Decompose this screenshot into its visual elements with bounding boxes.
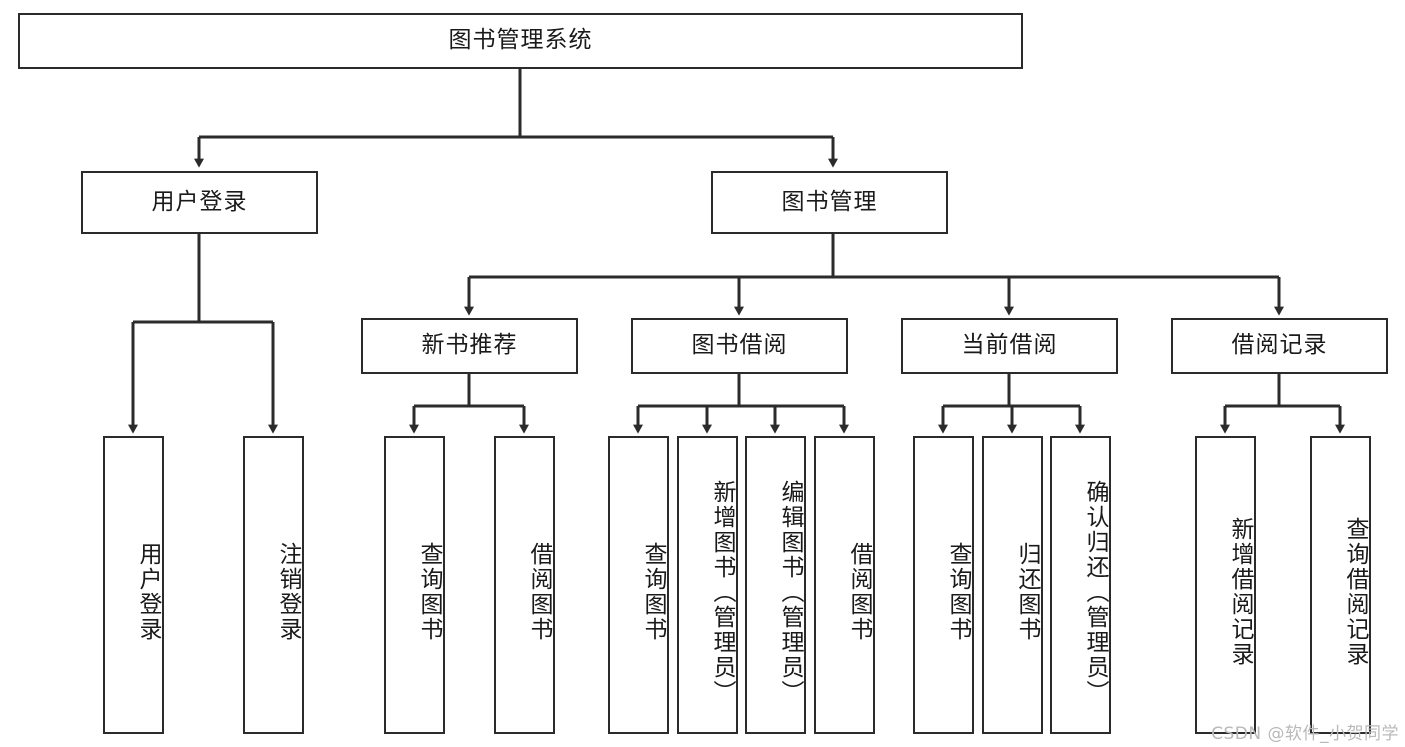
edges-borrowrecord-to-leaves [1220, 374, 1345, 434]
node-label: 图书管理系统 [448, 27, 593, 54]
node-label: 确认归还（管理员） [1082, 479, 1108, 705]
node-leaf-add-book[interactable]: 新增图书（管理员） [677, 436, 738, 734]
node-label: 用户登录 [135, 542, 161, 642]
node-new-book-recommend[interactable]: 新书推荐 [361, 318, 578, 374]
edges-bookmanage-to-level2 [464, 234, 1284, 316]
node-leaf-query-book-2[interactable]: 查询图书 [608, 436, 669, 734]
node-leaf-confirm-return[interactable]: 确认归还（管理员） [1050, 436, 1111, 734]
node-label: 编辑图书（管理员） [777, 479, 803, 705]
node-label: 查询图书 [416, 542, 442, 642]
edges-userlogin-to-leaves [128, 234, 278, 434]
node-current-borrow[interactable]: 当前借阅 [901, 318, 1118, 374]
node-leaf-user-logout[interactable]: 注销登录 [243, 436, 304, 734]
node-leaf-borrow-book-1[interactable]: 借阅图书 [494, 436, 555, 734]
node-label: 查询借阅记录 [1342, 517, 1368, 667]
node-leaf-query-book-1[interactable]: 查询图书 [384, 436, 445, 734]
node-leaf-user-login[interactable]: 用户登录 [103, 436, 164, 734]
node-label: 用户登录 [151, 188, 248, 215]
node-label: 借阅图书 [526, 542, 552, 642]
node-borrow-record[interactable]: 借阅记录 [1171, 318, 1388, 374]
node-leaf-edit-book[interactable]: 编辑图书（管理员） [745, 436, 806, 734]
node-leaf-query-book-3[interactable]: 查询图书 [913, 436, 974, 734]
node-label: 查询图书 [640, 542, 666, 642]
node-label: 新增借阅记录 [1227, 517, 1253, 667]
node-leaf-borrow-book-2[interactable]: 借阅图书 [814, 436, 875, 734]
node-label: 借阅图书 [846, 542, 872, 642]
edges-newbook-to-leaves [409, 374, 529, 434]
node-leaf-add-record[interactable]: 新增借阅记录 [1195, 436, 1256, 734]
node-label: 当前借阅 [961, 332, 1058, 359]
node-leaf-query-record[interactable]: 查询借阅记录 [1310, 436, 1371, 734]
node-label: 新书推荐 [421, 332, 518, 359]
edges-root-to-level1 [194, 69, 838, 168]
watermark-text: CSDN @软件_小贺同学 [1211, 724, 1399, 744]
node-book-manage[interactable]: 图书管理 [711, 171, 948, 234]
edges-currentborrow-to-leaves [938, 374, 1085, 434]
edges-bookborrow-to-leaves [633, 374, 849, 434]
node-label: 归还图书 [1014, 542, 1040, 642]
node-label: 新增图书（管理员） [709, 479, 735, 705]
node-root-book-management-system[interactable]: 图书管理系统 [18, 13, 1023, 69]
node-book-borrow[interactable]: 图书借阅 [631, 318, 848, 374]
node-label: 借阅记录 [1231, 332, 1328, 359]
node-label: 图书管理 [781, 188, 878, 215]
node-leaf-return-book[interactable]: 归还图书 [982, 436, 1043, 734]
node-label: 注销登录 [275, 542, 301, 642]
node-label: 查询图书 [945, 542, 971, 642]
node-label: 图书借阅 [691, 332, 788, 359]
node-user-login[interactable]: 用户登录 [81, 171, 318, 234]
